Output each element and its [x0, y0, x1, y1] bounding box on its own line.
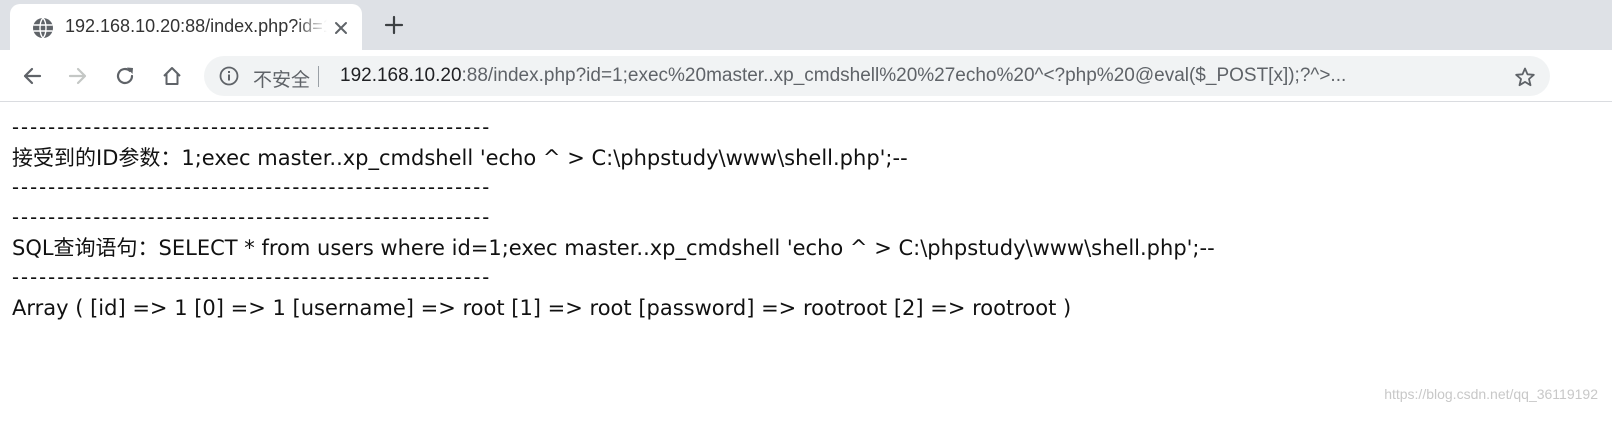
array-output-text: Array ( [id] => 1 [0] => 1 [username] =>…: [12, 296, 1072, 320]
info-icon[interactable]: [218, 65, 240, 87]
url-text[interactable]: 192.168.10.20:88/index.php?id=1;exec%20m…: [340, 65, 1490, 87]
plus-icon[interactable]: [381, 12, 407, 38]
address-bar[interactable]: 不安全 192.168.10.20:88/index.php?id=1;exec…: [204, 56, 1550, 96]
watermark-text: https://blog.csdn.net/qq_36119192: [1384, 386, 1598, 402]
separator-line: ----------------------------------------…: [12, 266, 492, 289]
browser-toolbar: 不安全 192.168.10.20:88/index.php?id=1;exec…: [0, 50, 1612, 102]
active-tab[interactable]: 192.168.10.20:88/index.php?id=1;exec%20m…: [10, 4, 362, 50]
url-host: 192.168.10.20: [340, 65, 462, 86]
security-divider: [318, 66, 319, 87]
arrow-right-icon[interactable]: [62, 60, 94, 92]
reload-icon[interactable]: [109, 60, 141, 92]
received-id-text: 接受到的ID参数：1;exec master..xp_cmdshell 'ech…: [12, 146, 908, 170]
separator-line: ----------------------------------------…: [12, 206, 492, 229]
arrow-left-icon[interactable]: [16, 60, 48, 92]
home-icon[interactable]: [156, 60, 188, 92]
star-icon[interactable]: [1512, 64, 1538, 90]
globe-icon: [32, 17, 54, 39]
url-path: :88/index.php?id=1;exec%20master..xp_cmd…: [461, 65, 1347, 86]
page-content: ----------------------------------------…: [12, 113, 1602, 323]
separator-line: ----------------------------------------…: [12, 116, 492, 139]
tab-strip: 192.168.10.20:88/index.php?id=1;exec%20m…: [0, 0, 1612, 50]
close-icon[interactable]: [330, 17, 352, 39]
sql-query-text: SQL查询语句：SELECT * from users where id=1;e…: [12, 236, 1215, 260]
separator-line: ----------------------------------------…: [12, 176, 492, 199]
security-label[interactable]: 不安全: [253, 70, 311, 91]
tab-title: 192.168.10.20:88/index.php?id=1;exec%20m…: [65, 16, 327, 36]
